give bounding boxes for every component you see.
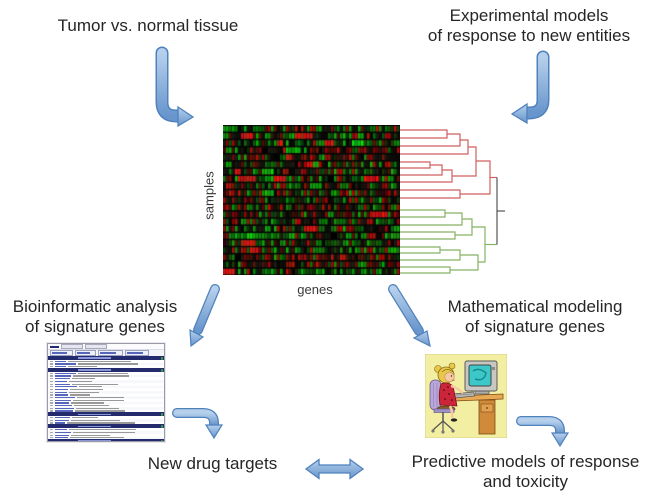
predictive-models-line2: and toxicity: [482, 472, 569, 492]
computer-monitor: [464, 360, 498, 395]
girl-figure: [434, 362, 464, 422]
experimental-models-line1: Experimental models: [449, 6, 609, 25]
table-gene-row: [48, 404, 164, 407]
arrow-experimental-to-heatmap: [510, 50, 550, 125]
gene-table-screenshot: [47, 343, 165, 442]
table-gene-row: [48, 431, 164, 434]
dendrogram-green-cluster: [400, 209, 497, 274]
bioinformatic-analysis-line2: of signature genes: [25, 317, 165, 337]
table-gene-row: [48, 374, 164, 378]
table-gene-row: [48, 433, 164, 437]
table-gene-row: [48, 409, 164, 413]
table-gene-row: [48, 436, 164, 440]
heatmap-x-axis-label: genes: [297, 282, 333, 297]
table-filter-row: [48, 350, 164, 356]
experimental-models-line2: of response to new entities: [427, 26, 631, 46]
table-gene-row: [48, 396, 164, 399]
table-gene-row: [48, 401, 164, 405]
arrow-heatmap-to-bioinformatics: [189, 284, 220, 348]
table-gene-row: [48, 388, 164, 391]
table-section-band: [48, 424, 164, 429]
table-toolbar: [48, 344, 164, 350]
table-gene-row: [48, 428, 164, 432]
table-gene-row: [48, 385, 164, 389]
mathematical-modeling-label: Mathematical modeling of signature genes: [425, 297, 645, 337]
new-drug-targets-label: New drug targets: [147, 454, 278, 473]
table-section-band: [48, 356, 164, 360]
table-gene-row: [48, 398, 164, 402]
mathematical-modeling-line1: Mathematical modeling: [447, 297, 623, 316]
table-gene-row: [48, 419, 164, 422]
table-gene-row: [48, 365, 164, 369]
table-section-band: [48, 439, 164, 441]
table-gene-row: [48, 390, 164, 394]
predictive-models-label: Predictive models of response and toxici…: [403, 452, 648, 492]
dendrogram-red-cluster: [400, 129, 497, 199]
table-band-green-dot: [160, 440, 163, 441]
arrow-double-targets-predictive: [304, 458, 365, 480]
computer-user-cartoon: [425, 354, 507, 438]
table-gene-row: [48, 380, 164, 383]
table-band-green-dot: [160, 357, 163, 360]
bioinformatic-analysis-label: Bioinformatic analysis of signature gene…: [5, 297, 185, 337]
table-gene-row: [48, 421, 164, 425]
table-section-band: [48, 412, 164, 417]
table-gene-row: [48, 393, 164, 397]
predictive-models-line1: Predictive models of response: [411, 452, 640, 471]
table-gene-row: [48, 360, 164, 363]
table-gene-row: [48, 416, 164, 420]
table-gene-row: [48, 372, 164, 375]
table-band-green-dot: [160, 369, 163, 372]
table-band-green-dot: [160, 425, 163, 428]
mathematical-modeling-line2: of signature genes: [465, 317, 605, 337]
table-gene-row: [48, 377, 164, 381]
dendrogram-root: [496, 177, 505, 245]
table-band-green-dot: [160, 413, 163, 416]
table-section-band: [48, 368, 164, 373]
gene-expression-heatmap: [223, 125, 400, 275]
heatmap-y-axis-label: samples: [201, 171, 217, 220]
bioinformatic-analysis-line1: Bioinformatic analysis: [12, 297, 178, 316]
table-gene-row: [48, 382, 164, 386]
table-gene-row: [48, 407, 164, 410]
experimental-models-label: Experimental models of response to new e…: [415, 6, 643, 46]
arrow-cartoon-to-predictive: [516, 416, 570, 448]
arrow-tumor-to-heatmap: [155, 46, 195, 128]
tumor-vs-normal-label: Tumor vs. normal tissue: [57, 16, 239, 35]
table-gene-row: [48, 362, 164, 366]
cluster-dendrogram: [400, 129, 505, 274]
arrow-table-to-drug-targets: [172, 408, 224, 440]
